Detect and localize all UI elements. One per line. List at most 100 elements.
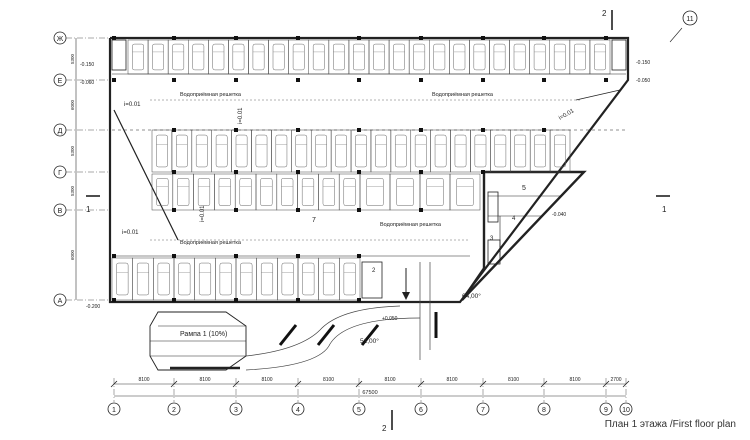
svg-text:1: 1: [112, 407, 116, 414]
row-dimension: 6000: [70, 99, 75, 110]
row-axis-marker: Д: [53, 123, 67, 137]
column: [112, 254, 116, 258]
column: [234, 170, 238, 174]
parking-stall: [151, 173, 174, 211]
column-axis-marker: 3: [229, 402, 243, 416]
parking-stall: [338, 173, 361, 211]
column: [419, 170, 423, 174]
access-road: [245, 262, 431, 371]
flow-arrow-head: [402, 292, 410, 300]
room-7-label: 7: [312, 217, 316, 224]
room-3-label: 3: [490, 236, 494, 242]
parking-stall: [549, 39, 571, 75]
angle-label-1: 64,00°: [462, 292, 481, 300]
grate-label-2: Водоприёмная решетка: [432, 92, 494, 98]
svg-text:7: 7: [481, 407, 485, 414]
column: [172, 254, 176, 258]
row-axis-marker: В: [53, 203, 67, 217]
column: [172, 128, 176, 132]
span-dimension: 8100: [569, 377, 580, 383]
span-dimension: 8100: [199, 377, 210, 383]
svg-text:9: 9: [604, 407, 608, 414]
column-axis-marker: 6: [414, 402, 428, 416]
parking-stall: [171, 129, 193, 173]
parking-stall: [449, 39, 470, 75]
parking-stall: [211, 129, 232, 173]
plan-caption: План 1 этажа /First floor plan: [604, 419, 736, 430]
parking-stall: [153, 257, 175, 301]
parking-stall: [191, 129, 212, 173]
column: [296, 128, 300, 132]
svg-text:А: А: [58, 298, 63, 305]
parking-stall: [328, 39, 350, 75]
parking-stall: [151, 129, 173, 173]
row-dimension: 5300: [70, 145, 75, 156]
section-mark-top: 2: [602, 9, 613, 30]
column: [234, 298, 238, 302]
parking-stall: [388, 39, 410, 75]
parking-stall: [147, 39, 169, 75]
svg-text:11: 11: [686, 16, 693, 23]
ramp: [149, 311, 247, 371]
column: [357, 208, 361, 212]
parking-stall: [370, 129, 392, 173]
overall-dimension: 67500: [362, 390, 377, 396]
parking-stall: [589, 39, 611, 75]
slope-label-4: i=0.01: [122, 230, 139, 236]
parking-stall: [288, 39, 309, 75]
interior-wall-line: [575, 89, 621, 101]
row-dimension: 5300: [70, 185, 75, 196]
parking-stall: [194, 257, 216, 301]
parking-stall: [410, 129, 431, 173]
span-dimension: 8100: [323, 377, 334, 383]
parking-stall: [276, 173, 298, 211]
parking-stall: [167, 39, 189, 75]
parking-stall: [318, 173, 340, 211]
parking-stall: [429, 39, 450, 75]
grate-label-4: Водоприёмная решетка: [380, 222, 442, 228]
svg-text:6: 6: [419, 407, 423, 414]
column: [234, 254, 238, 258]
parking-stall: [271, 129, 292, 173]
parking-stall: [231, 129, 252, 173]
parking-stall: [111, 257, 133, 301]
svg-text:1: 1: [662, 205, 667, 214]
section-mark-right: 1: [656, 195, 670, 214]
section-mark-left: 1: [86, 195, 100, 214]
parking-stall: [339, 257, 361, 301]
parking-stall: [277, 257, 299, 301]
column: [234, 128, 238, 132]
parking-stall: [368, 39, 390, 75]
svg-text:Е: Е: [58, 78, 63, 85]
parking-stall: [469, 39, 490, 75]
svg-text:Ж: Ж: [57, 36, 64, 43]
level-mark-2: -0.050: [636, 78, 650, 84]
parking-stall: [449, 173, 481, 211]
parking-stall: [173, 257, 195, 301]
parking-stall: [228, 39, 249, 75]
room-2-label: 2: [372, 268, 376, 274]
column: [357, 128, 361, 132]
column: [357, 36, 361, 40]
parking-stall: [350, 129, 372, 173]
column: [357, 254, 361, 258]
svg-text:В: В: [58, 208, 63, 215]
parking-stalls: [111, 39, 611, 301]
level-mark-6: -0.150: [80, 62, 94, 68]
road-marking: [278, 312, 438, 346]
parking-stall: [172, 173, 194, 211]
span-dimension: 8100: [138, 377, 149, 383]
row-axis-marker: Е: [53, 73, 67, 87]
stair-blocks: [111, 39, 627, 299]
column: [357, 170, 361, 174]
parking-stall: [569, 39, 591, 75]
structural-columns: [112, 36, 608, 302]
column: [296, 254, 300, 258]
parking-stall: [529, 39, 551, 75]
parking-stall: [310, 129, 332, 173]
slope-label-5: i=0.01: [558, 108, 576, 122]
parking-stall: [235, 257, 257, 301]
column-axis-marker: 2: [167, 402, 181, 416]
svg-text:10: 10: [622, 407, 630, 414]
